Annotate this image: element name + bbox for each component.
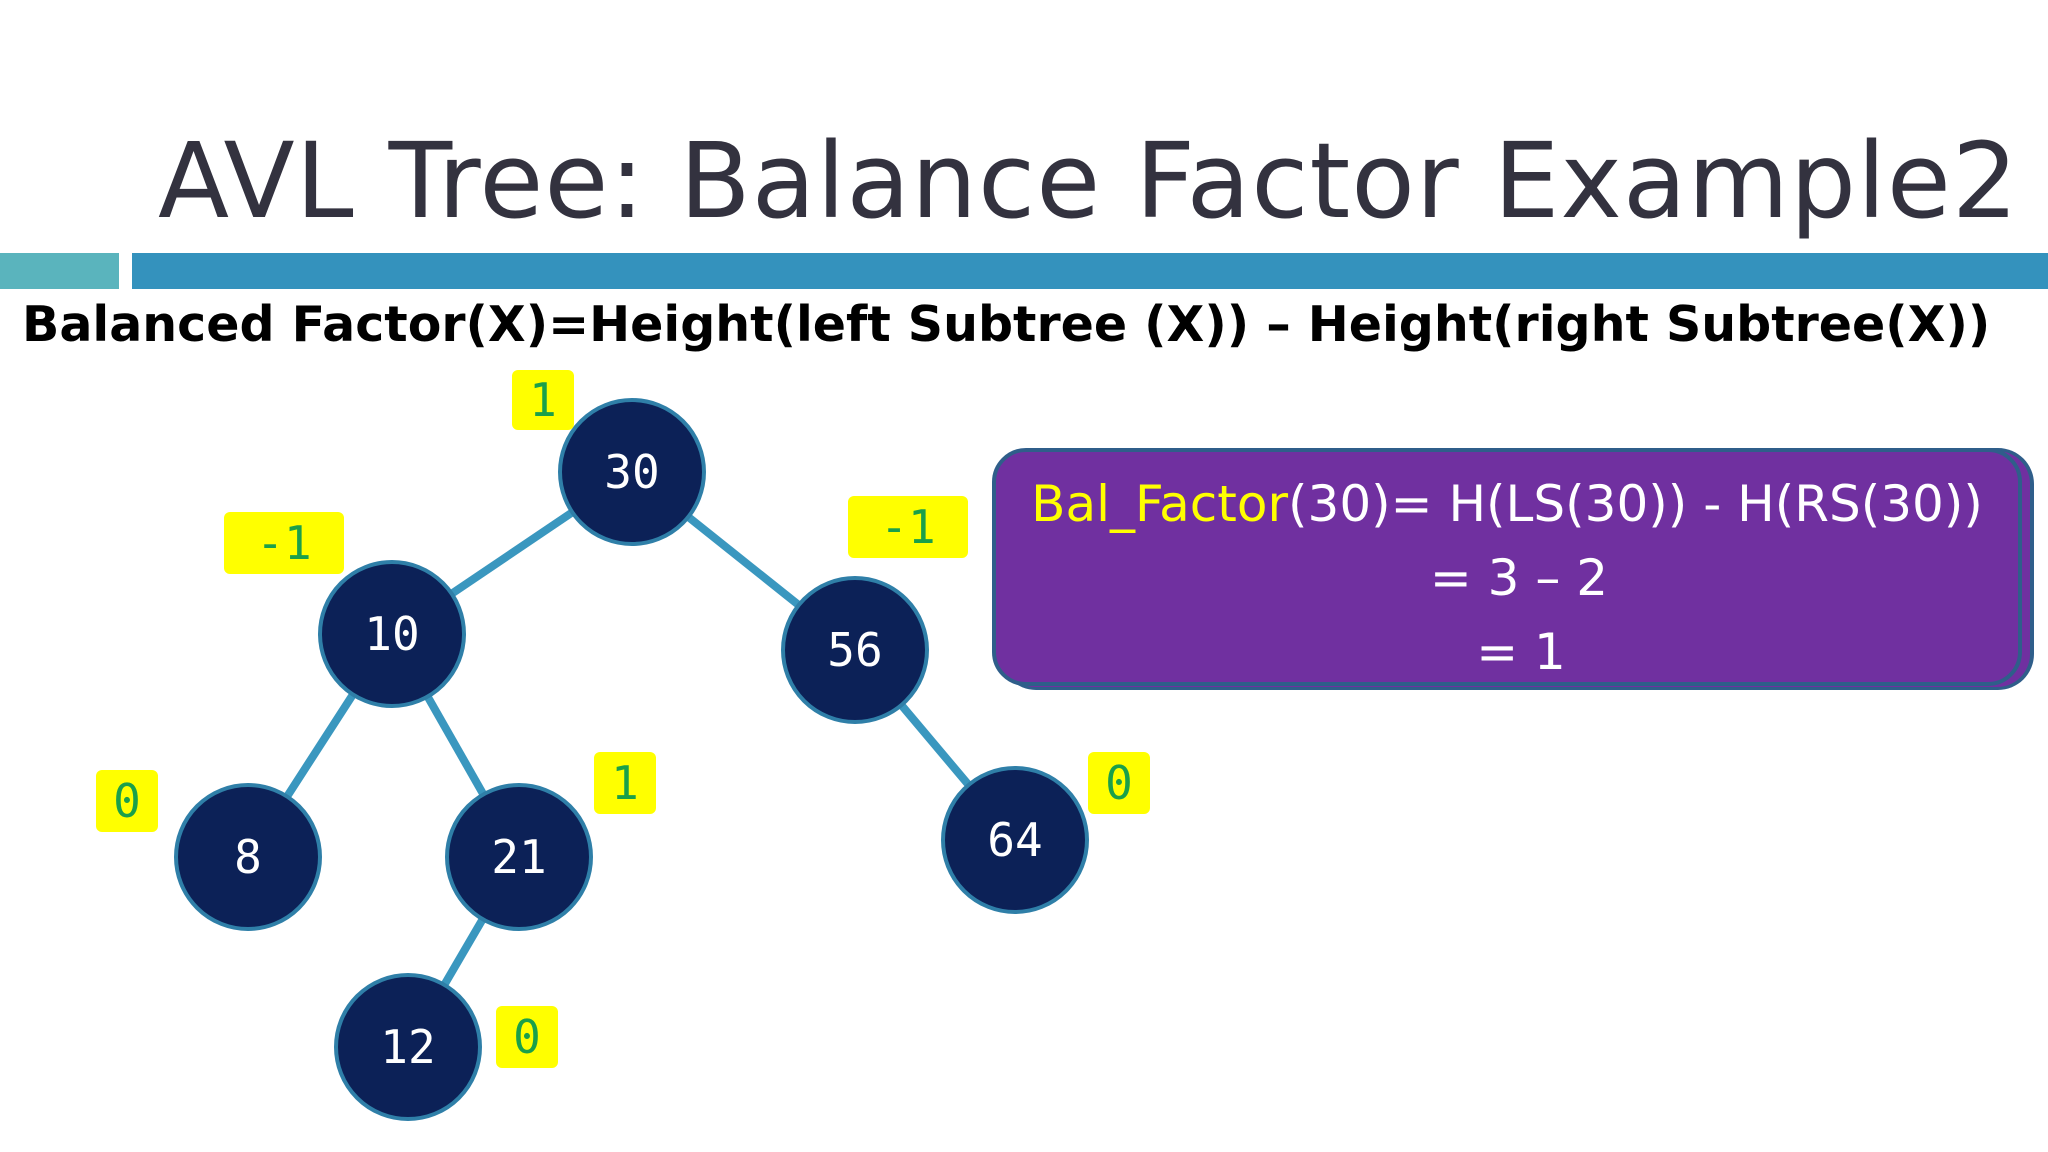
badge-background bbox=[1088, 752, 1150, 814]
node-label: 10 bbox=[364, 607, 419, 661]
balance-factor-badge-12: 0 bbox=[496, 1006, 558, 1068]
badge-value: 0 bbox=[513, 1010, 541, 1064]
badge-value: 0 bbox=[113, 774, 141, 828]
badge-value: 1 bbox=[529, 373, 557, 427]
node-circle bbox=[445, 783, 593, 931]
accent-bar-short bbox=[0, 253, 119, 289]
balance-factor-badge-21: 1 bbox=[594, 752, 656, 814]
node-label: 30 bbox=[604, 445, 659, 499]
badge-background bbox=[496, 1006, 558, 1068]
badge-background bbox=[96, 770, 158, 832]
calculation-highlight: Bal_Factor bbox=[1031, 475, 1289, 533]
node-circle bbox=[334, 973, 482, 1121]
badge-background bbox=[848, 496, 968, 558]
node-label: 12 bbox=[380, 1020, 435, 1074]
node-circle bbox=[174, 783, 322, 931]
tree-node-21: 21 bbox=[445, 783, 593, 931]
balance-factor-badge-30: 1 bbox=[512, 370, 574, 430]
badge-value: -1 bbox=[880, 500, 935, 554]
badge-background bbox=[512, 370, 574, 430]
calculation-line-2: = 3 – 2 bbox=[1429, 549, 1609, 607]
node-label: 64 bbox=[987, 813, 1042, 867]
balance-factor-badge-64: 0 bbox=[1088, 752, 1150, 814]
calculation-panel: Bal_Factor(30)= H(LS(30)) - H(RS(30)) = … bbox=[992, 448, 2022, 686]
node-circle bbox=[941, 766, 1089, 914]
balance-factor-badge-8: 0 bbox=[96, 770, 158, 832]
node-label: 21 bbox=[491, 830, 546, 884]
tree-node-30: 30 bbox=[558, 398, 706, 546]
node-circle bbox=[318, 560, 466, 708]
tree-node-8: 8 bbox=[174, 783, 322, 931]
calculation-expression: (30)= H(LS(30)) - H(RS(30)) bbox=[1288, 475, 1983, 533]
badge-value: 0 bbox=[1105, 756, 1133, 810]
badge-value: 1 bbox=[611, 756, 639, 810]
tree-node-10: 10 bbox=[318, 560, 466, 708]
calculation-line-3: = 1 bbox=[1476, 623, 1566, 681]
accent-bar-long bbox=[132, 253, 2048, 289]
calculation-line-1: Bal_Factor(30)= H(LS(30)) - H(RS(30)) bbox=[996, 474, 2018, 534]
balance-factor-badge-56: -1 bbox=[848, 496, 968, 558]
tree-node-56: 56 bbox=[781, 576, 929, 724]
balance-factor-formula: Balanced Factor(X)=Height(left Subtree (… bbox=[22, 296, 1991, 353]
node-label: 56 bbox=[827, 623, 882, 677]
badge-background bbox=[594, 752, 656, 814]
node-label: 8 bbox=[234, 830, 262, 884]
slide-title: AVL Tree: Balance Factor Example2 bbox=[158, 120, 2020, 242]
tree-node-12: 12 bbox=[334, 973, 482, 1121]
node-circle bbox=[558, 398, 706, 546]
tree-node-64: 64 bbox=[941, 766, 1089, 914]
badge-background bbox=[224, 512, 344, 574]
node-circle bbox=[781, 576, 929, 724]
badge-value: -1 bbox=[256, 516, 311, 570]
balance-factor-badge-10: -1 bbox=[224, 512, 344, 574]
